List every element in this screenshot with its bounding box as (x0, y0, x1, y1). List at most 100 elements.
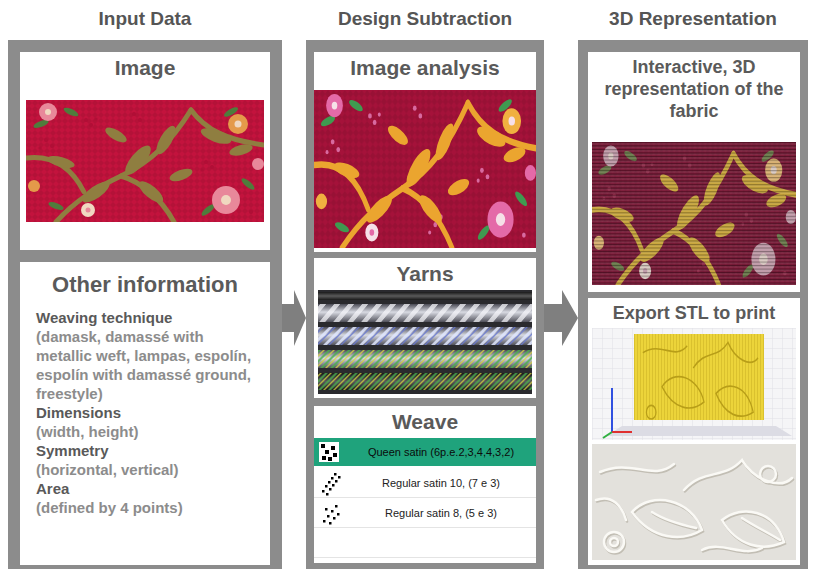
analysed-fabric-image-shape (378, 113, 381, 117)
content-box: WeaveQueen satin (6p.e.2,3,4,4,3,2)Regul… (314, 406, 536, 563)
fabric-photo-shape (228, 142, 254, 158)
weave-list-shape (327, 515, 330, 518)
fabric-3d-render (592, 142, 796, 285)
analysed-fabric-image-shape (496, 213, 505, 226)
weave-list-shape (331, 477, 334, 480)
fabric-photo-shape (121, 142, 155, 179)
weave-list-shape (325, 485, 328, 488)
weave-list-shape (337, 513, 340, 516)
yarn-renders-shape (318, 373, 532, 390)
box-title: Other information (36, 272, 254, 298)
field-heading: Area (36, 479, 254, 498)
weave-list-shape (332, 484, 335, 487)
fabric-photo-shape (56, 110, 191, 222)
fabric-photo-shape (26, 100, 264, 222)
field-heading: Symmetry (36, 441, 254, 460)
column-heading: 3D Representation (566, 7, 814, 30)
analysed-fabric-image-shape (364, 191, 395, 228)
stl-export-preview-shape (612, 431, 632, 433)
fabric-photo-shape (132, 112, 136, 116)
analysed-fabric-image-shape (320, 97, 529, 242)
fabric-photo-shape (26, 100, 264, 222)
fabric-photo-shape (235, 121, 242, 128)
analysed-fabric-image-shape (418, 113, 422, 118)
stl-export-preview-shape (592, 444, 796, 560)
analysed-fabric-image-shape (334, 220, 350, 234)
analysed-fabric-image-shape (475, 122, 507, 151)
fabric-photo-shape (28, 180, 40, 192)
analysed-fabric-image-shape (428, 230, 431, 234)
fabric-photo (26, 100, 264, 222)
fabric-photo-shape (26, 100, 264, 222)
weave-list-shape (319, 442, 339, 462)
weave-list-shape (322, 490, 325, 493)
column-heading: Design Subtraction (294, 7, 556, 30)
stl-export-preview-shape (646, 405, 656, 419)
weave-list-shape (328, 457, 332, 461)
analysed-fabric-image-shape (332, 102, 338, 110)
fabric-3d-render-shape (592, 142, 796, 285)
fabric-photo-shape (121, 176, 174, 222)
stl-export-preview-shape (603, 432, 612, 438)
box-title: Interactive, 3D representation of the fa… (596, 56, 792, 122)
stl-export-preview-shape (634, 334, 764, 420)
weave-list-shape (328, 481, 331, 484)
fabric-photo-shape (200, 168, 203, 171)
analysed-fabric-image-shape (477, 179, 480, 183)
fabric-photo-shape (62, 106, 79, 118)
stl-export-preview-shape (716, 386, 753, 416)
field-heading: Weaving technique (36, 308, 254, 327)
analysed-fabric-image-shape (403, 144, 435, 191)
fabric-photo-shape (44, 138, 48, 142)
analysed-fabric-image-shape (348, 98, 364, 114)
box-title: Image (28, 56, 262, 80)
content-box: Export STL to print (588, 298, 800, 565)
fabric-photo-shape (210, 165, 214, 169)
fabric-photo-shape (249, 210, 253, 214)
analysed-fabric-image-shape (370, 229, 375, 235)
yarn-renders-shape (318, 304, 532, 322)
fabric-photo-shape (84, 118, 88, 122)
content-box: Image analysis (314, 52, 536, 252)
table-cell: Regular satin 10, (7 e 3) (348, 476, 534, 490)
yarn-renders-shape (318, 350, 532, 368)
yarn-renders-shape (318, 327, 532, 345)
stage-panel: 3D Representation Interactive, 3D repres… (578, 40, 808, 569)
field-heading: Dimensions (36, 403, 254, 422)
weave-list-shape (322, 473, 341, 525)
weave-list-shape (321, 444, 325, 448)
stl-export-preview-shape (592, 328, 796, 440)
fabric-photo-shape (50, 144, 54, 148)
weave-list-shape (333, 517, 336, 520)
weave-list-shape (314, 557, 536, 558)
analysed-fabric-image-shape (446, 176, 470, 199)
yarn-renders-shape (318, 373, 532, 390)
stl-export-preview-shape (596, 460, 793, 554)
fabric-photo-shape (89, 123, 93, 127)
fabric-photo-shape (204, 160, 208, 164)
stl-export-preview-shape (643, 343, 758, 420)
analysed-fabric-image-shape (413, 106, 417, 111)
flow-arrow (282, 290, 306, 346)
fabric-photo-shape (138, 118, 142, 122)
fabric-photo-shape (212, 186, 240, 214)
box-title: Image analysis (322, 56, 528, 80)
stage-panel: Design Subtraction Image analysis Yarns … (306, 40, 544, 569)
analysed-fabric-image-shape (525, 165, 536, 181)
analysed-fabric-image-shape (314, 90, 536, 248)
weave-list-shape (333, 453, 337, 457)
analysed-fabric-image-shape (514, 189, 529, 208)
weave-list-shape (323, 520, 326, 523)
analysed-fabric-image-shape (333, 159, 361, 181)
analysed-fabric-image-shape (486, 174, 490, 179)
analysed-fabric-image-shape (403, 188, 452, 248)
column-heading: Input Data (0, 7, 294, 30)
fabric-photo-shape (81, 203, 95, 217)
stl-export-preview-shape (606, 426, 792, 436)
box-title: Export STL to print (596, 302, 792, 324)
fabric-photo-shape (47, 200, 64, 211)
fabric-photo-shape (240, 177, 256, 192)
yarn-renders-shape (318, 327, 532, 345)
fabric-3d-render-shape (592, 142, 796, 285)
weave-list-shape (326, 493, 329, 496)
